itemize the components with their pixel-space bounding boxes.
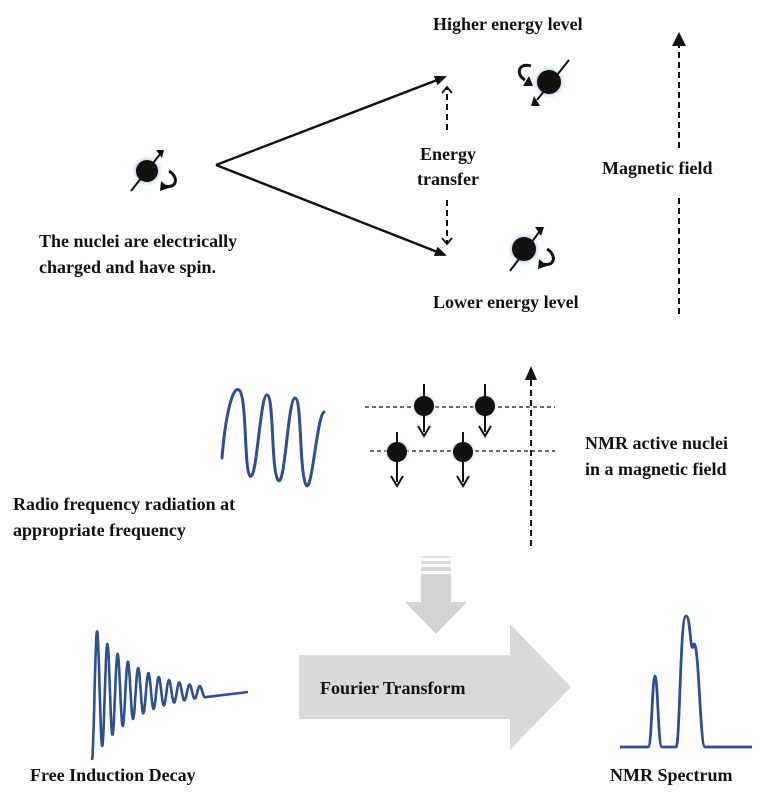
spinning-nucleus-icon [506,227,555,272]
dashed-arrow-icon [525,366,537,380]
nucleus-spin-down-icon [449,432,477,488]
transition-arrows [215,75,447,257]
spinning-nucleus-icon [517,59,570,106]
gray-down-arrow [405,556,467,634]
radio-line1: Radio frequency radiation at [13,494,236,514]
nucleus-spin-down-icon [383,432,411,488]
fourier-arrow [299,624,571,750]
energy-transfer-line1: Energy [420,144,476,164]
dashed-arrow-icon [672,32,686,46]
nmr-active-line1: NMR active nuclei [585,433,728,453]
nmr-active-label: NMR active nuclei in a magnetic field [585,433,728,480]
fid-label: Free Induction Decay [30,765,196,785]
fourier-transform-label: Fourier Transform [320,678,466,698]
radio-frequency-label: Radio frequency radiation at appropriate… [13,494,235,541]
arrow-to-lower [215,163,447,257]
lower-energy-label: Lower energy level [433,292,579,312]
nuclei-description: The nuclei are electrically charged and … [39,231,237,278]
fid-wave [90,630,249,761]
nmr-active-line2: in a magnetic field [585,459,727,479]
nuclei-line1: The nuclei are electrically [39,231,238,251]
spinning-nucleus-icon [130,150,177,192]
nmr-spectrum-line [620,614,752,749]
rf-wave [220,388,326,487]
higher-energy-label: Higher energy level [433,14,583,34]
nucleus-spin-down-icon [410,384,438,438]
magnetic-field-arrow [672,32,686,316]
energy-transfer-label: Energy transfer [398,144,498,190]
energy-transfer-line2: transfer [417,169,479,189]
radio-line2: appropriate frequency [13,520,186,540]
nucleus-spin-down-icon [471,384,499,438]
arrow-to-higher [215,75,447,167]
nmr-spectrum-label: NMR Spectrum [610,765,733,785]
aligned-nuclei [365,366,555,546]
magnetic-field-label: Magnetic field [602,158,713,178]
nuclei-line2: charged and have spin. [39,257,217,277]
